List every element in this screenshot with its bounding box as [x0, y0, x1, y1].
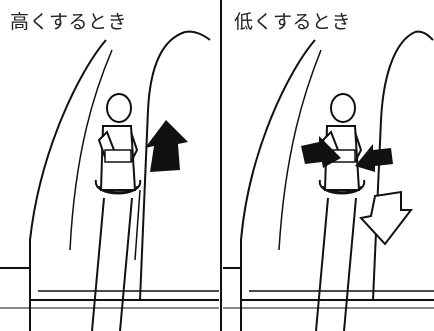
panel-divider — [220, 0, 222, 331]
seatbelt-lower-illustration — [223, 30, 434, 331]
seatbelt-raise-illustration — [0, 30, 219, 331]
lower-panel: 低くするとき — [223, 0, 434, 331]
squeeze-right-arrow-icon — [355, 144, 393, 172]
arrow-up-icon — [145, 120, 188, 172]
arrow-down-icon — [359, 190, 414, 246]
squeeze-left-arrow-icon — [301, 136, 341, 168]
lower-label: 低くするとき — [234, 11, 352, 33]
raise-label: 高くするとき — [10, 11, 128, 33]
raise-panel: 高くするとき — [0, 11, 219, 331]
